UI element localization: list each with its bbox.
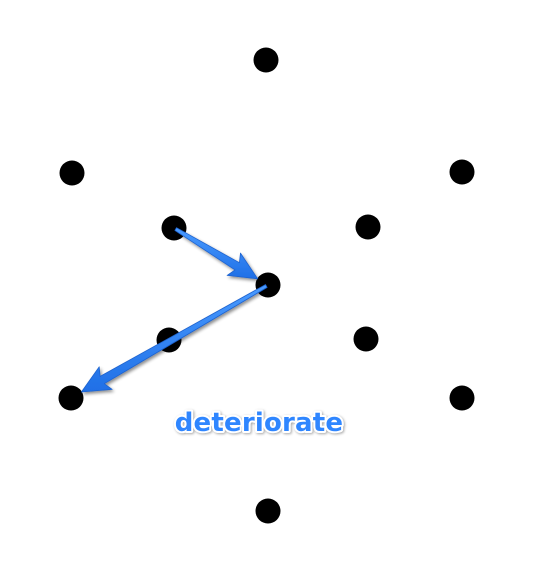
dot-lower-left [58,385,84,411]
arrow-inner-upper-left-to-center [174,227,259,280]
dot-inner-lower-right [353,326,379,352]
word-label: deteriorate [175,408,344,438]
dot-upper-right [449,159,475,185]
dot-inner-upper-right [355,214,381,240]
dot-inner-upper-left [161,215,187,241]
dot-upper-left [59,160,85,186]
dot-center [255,272,281,298]
dot-lower-right [449,385,475,411]
arrow-center-to-lower-left [81,284,268,393]
dot-bottom [255,498,281,524]
dot-top [253,47,279,73]
arrows-layer [81,227,268,393]
dots-layer [58,47,475,524]
